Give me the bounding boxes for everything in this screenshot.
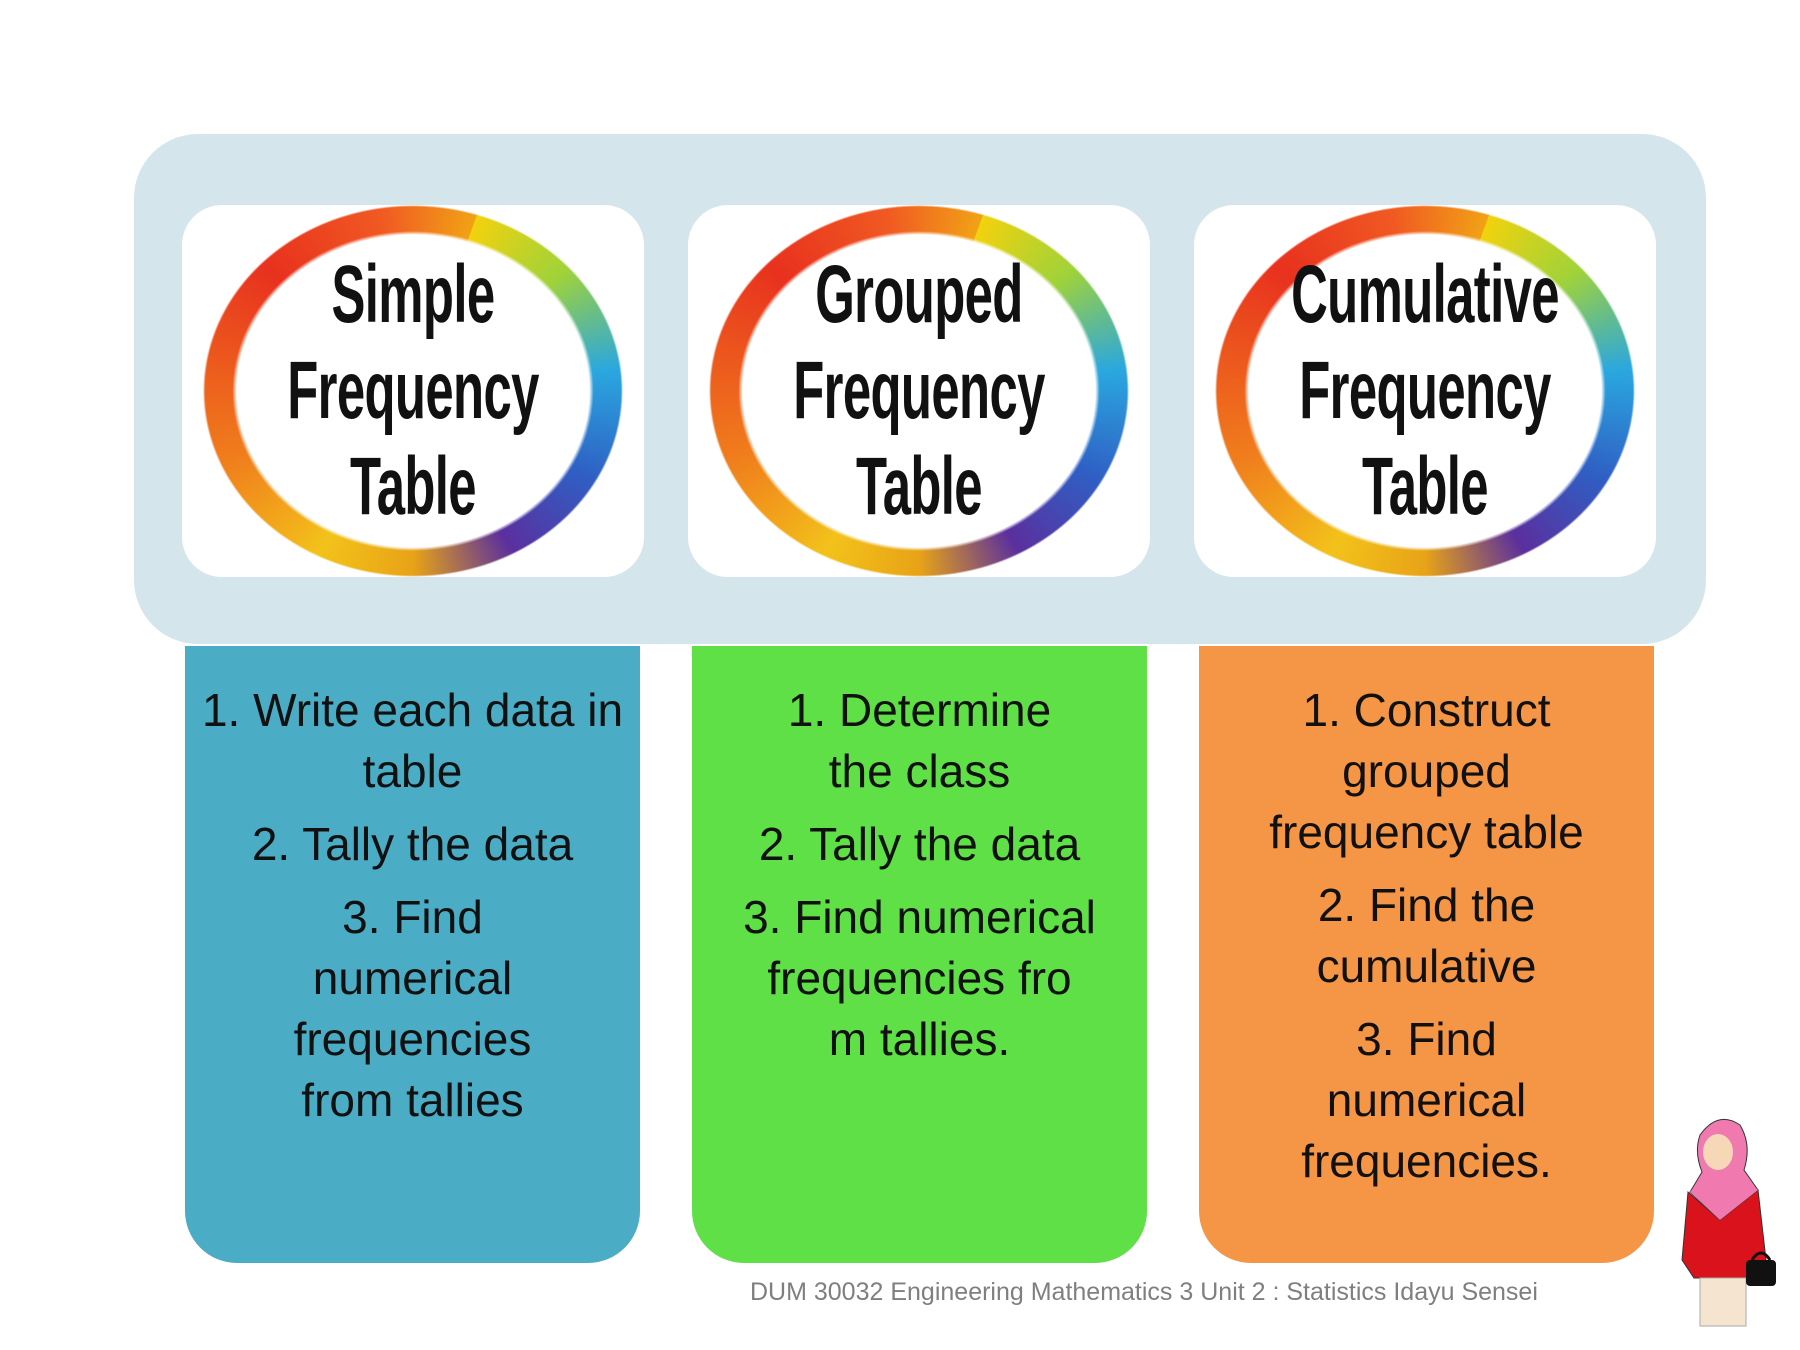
card-heading: Simple Frequency Table	[182, 247, 644, 535]
step-text: 3. Find numerical frequencies from talli…	[293, 891, 532, 1126]
card-heading: Cumulative Frequency Table	[1194, 247, 1656, 535]
steps-box-grouped: 1. Determine the class 2. Tally the data…	[692, 646, 1147, 1263]
heading-line: Table	[1362, 441, 1489, 532]
rainbow-ring-icon	[203, 205, 623, 577]
heading-line: Frequency	[793, 345, 1045, 436]
step-text: 2. Tally the data	[758, 818, 1081, 870]
footer-caption: DUM 30032 Engineering Mathematics 3 Unit…	[750, 1278, 1538, 1306]
steps-box-cumulative: 1. Construct grouped frequency table 2. …	[1199, 646, 1654, 1263]
rainbow-ring-icon	[709, 205, 1129, 577]
step-text: 2. Find the cumulative	[1316, 879, 1537, 992]
step-text: 3. Find numerical frequencies fro m tall…	[743, 891, 1096, 1065]
rainbow-ring-icon	[1215, 205, 1635, 577]
card-cumulative-frequency: Cumulative Frequency Table	[1194, 205, 1656, 577]
step-text: 1. Write each data in table	[201, 684, 624, 797]
step-text: 1. Construct grouped frequency table	[1269, 684, 1584, 858]
step-text: 3. Find numerical frequencies.	[1301, 1013, 1552, 1187]
card-simple-frequency: Simple Frequency Table	[182, 205, 644, 577]
heading-line: Table	[856, 441, 983, 532]
heading-line: Simple	[331, 249, 496, 340]
heading-line: Grouped	[815, 249, 1023, 340]
teacher-character-icon	[1681, 1118, 1776, 1327]
card-grouped-frequency: Grouped Frequency Table	[688, 205, 1150, 577]
heading-line: Cumulative	[1291, 249, 1559, 340]
step-text: 1. Determine the class	[787, 684, 1052, 797]
heading-line: Table	[350, 441, 477, 532]
heading-line: Frequency	[287, 345, 539, 436]
steps-box-simple: 1. Write each data in table 2. Tally the…	[185, 646, 640, 1263]
step-text: 2. Tally the data	[251, 818, 574, 870]
heading-line: Frequency	[1299, 345, 1551, 436]
card-heading: Grouped Frequency Table	[688, 247, 1150, 535]
